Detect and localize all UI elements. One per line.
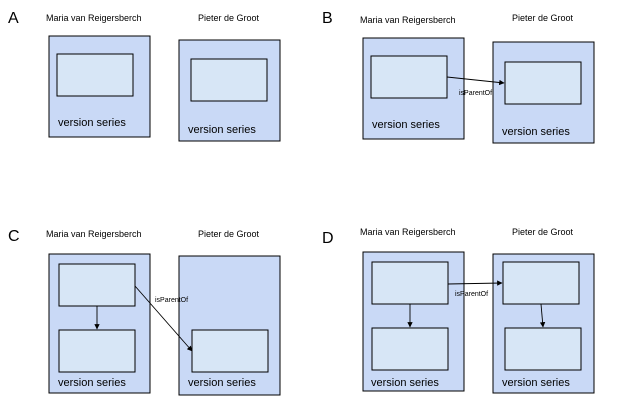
panel-c-right-version-box — [191, 329, 269, 373]
panel-c-letter: C — [8, 228, 20, 245]
panel-c-is-parent-of-label: isParentOf — [155, 297, 188, 304]
panel-b-is-parent-of-arrow — [446, 76, 505, 86]
panel-d-right-version-box-bottom — [504, 327, 582, 371]
panel-b: B Maria van Reigersberch Pieter de Groot… — [322, 10, 595, 144]
panel-d-is-parent-of-arrow — [447, 280, 503, 286]
panel-b-left-version-series-label: version series — [372, 119, 440, 131]
panel-d-right-version-series-label: version series — [502, 377, 570, 389]
panel-b-right-person-label: Pieter de Groot — [512, 13, 574, 23]
panel-b-is-parent-of-label: isParentOf — [459, 90, 492, 97]
panel-d-is-parent-of-label: isParentOf — [455, 291, 488, 298]
panel-c-left-version-series-label: version series — [58, 377, 126, 389]
panel-b-left-person-label: Maria van Reigersberch — [360, 15, 456, 25]
panel-a-right-version-series-label: version series — [188, 124, 256, 136]
panel-a-right-version-box — [190, 58, 268, 102]
panel-c: C Maria van Reigersberch Pieter de Groot… — [8, 228, 281, 396]
panel-b-left-version-box — [370, 55, 448, 99]
panel-d-right-version-box-top — [502, 261, 580, 305]
panel-c-is-parent-of-arrow — [134, 285, 193, 352]
panel-c-left-version-box-bottom — [58, 329, 136, 373]
panel-a-right-person-label: Pieter de Groot — [198, 13, 260, 23]
panel-b-letter: B — [322, 10, 333, 27]
panel-d-left-person-label: Maria van Reigersberch — [360, 227, 456, 237]
panel-d-right-succession-arrow — [539, 303, 546, 328]
panel-d-left-version-box-bottom — [371, 327, 449, 371]
panel-b-right-version-box — [504, 61, 582, 105]
panel-c-right-version-series-box — [178, 255, 281, 396]
panel-a-letter: A — [8, 10, 19, 27]
panel-d-right-person-label: Pieter de Groot — [512, 227, 574, 237]
panel-a-left-version-series-label: version series — [58, 117, 126, 129]
panel-b-right-version-series-label: version series — [502, 126, 570, 138]
panel-a-left-person-label: Maria van Reigersberch — [46, 13, 142, 23]
panel-c-right-version-series-label: version series — [188, 377, 256, 389]
panel-c-right-person-label: Pieter de Groot — [198, 229, 260, 239]
panel-d-left-version-series-label: version series — [371, 377, 439, 389]
panel-c-left-person-label: Maria van Reigersberch — [46, 229, 142, 239]
panel-a: A Maria van Reigersberch Pieter de Groot… — [8, 10, 281, 142]
panel-d-letter: D — [322, 230, 334, 247]
panel-d: D Maria van Reigersberch Pieter de Groot… — [322, 227, 595, 394]
panel-d-left-version-box-top — [371, 261, 449, 305]
panel-c-left-version-box-top — [58, 263, 136, 307]
panel-a-left-version-box — [56, 53, 134, 97]
